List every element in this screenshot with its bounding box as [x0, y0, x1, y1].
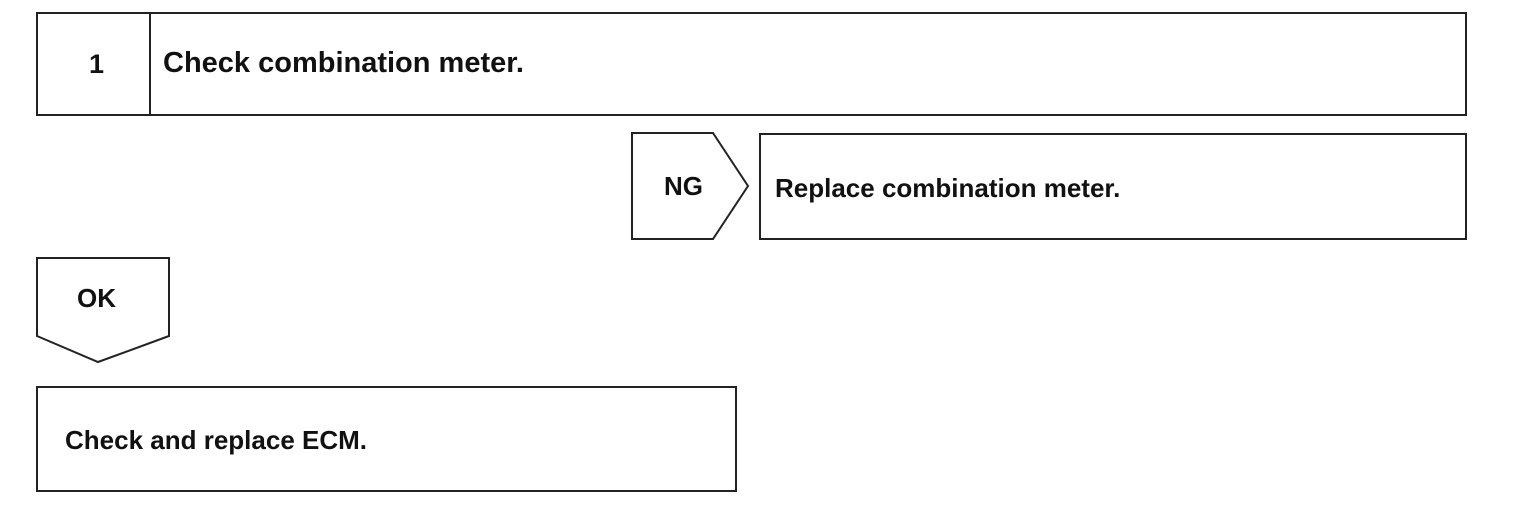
ng-arrow-outline	[631, 132, 750, 240]
ng-action-box: Replace combination meter.	[759, 133, 1467, 240]
ok-label: OK	[77, 283, 116, 313]
step-title: Check combination meter.	[163, 47, 524, 79]
ng-label: NG	[664, 171, 703, 201]
step-number: 1	[89, 49, 105, 79]
step-box: 1 Check combination meter.	[36, 12, 1467, 116]
ok-arrow-outline	[36, 257, 170, 364]
ok-action-text: Check and replace ECM.	[65, 425, 367, 455]
ok-action-box: Check and replace ECM.	[36, 386, 737, 492]
ok-arrow-shape: OK	[36, 257, 170, 364]
step-divider	[149, 14, 151, 114]
ng-arrow-shape: NG	[631, 132, 750, 240]
ng-action-text: Replace combination meter.	[775, 173, 1121, 203]
